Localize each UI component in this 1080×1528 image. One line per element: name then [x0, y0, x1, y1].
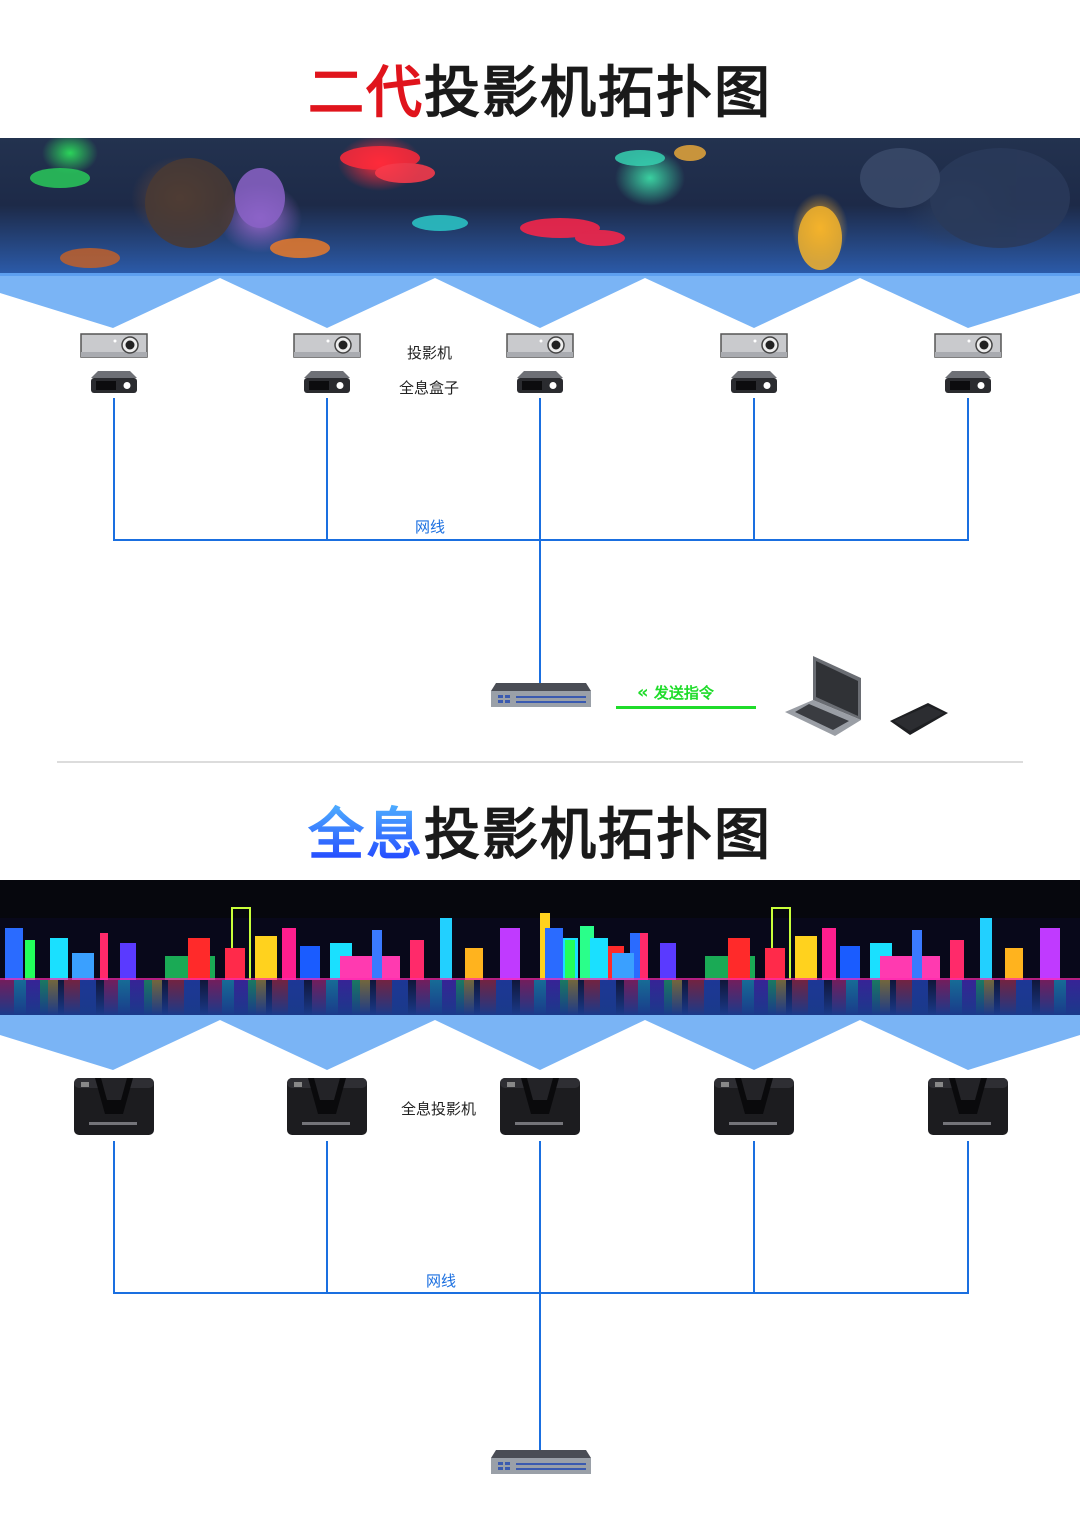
neon-city-banner [0, 880, 1080, 1015]
network-switch-icon [491, 1450, 591, 1474]
hologram-projector-icon [714, 1078, 794, 1135]
cable [753, 1141, 755, 1294]
network-cable-label: 网线 [426, 1272, 457, 1290]
cable [967, 398, 969, 541]
cable [539, 1141, 541, 1451]
projector-icon [506, 333, 574, 358]
tablet-icon [890, 703, 948, 735]
hologram-box-icon [517, 371, 563, 393]
section-divider [57, 761, 1023, 763]
section1-title: 二代投影机拓扑图 [308, 61, 772, 126]
hologram-box-icon [731, 371, 777, 393]
projector-icon [293, 333, 361, 358]
hologram-box-icon [945, 371, 991, 393]
laptop-icon [785, 656, 861, 736]
cable [113, 1141, 115, 1294]
projector-icon [720, 333, 788, 358]
send-instruction: « 发送指令 [637, 682, 714, 703]
hologram-projector-icon [74, 1078, 154, 1135]
cable-bus [113, 1292, 969, 1294]
hologram-box-label: 全息盒子 [399, 379, 460, 397]
network-cable-label: 网线 [415, 518, 446, 536]
cable-bus [113, 539, 969, 541]
projection-beams [0, 1015, 1080, 1070]
cable [326, 398, 328, 541]
projector-icon [80, 333, 148, 358]
section2-title: 全息投影机拓扑图 [308, 803, 772, 868]
skyline-graphic [0, 907, 1080, 980]
cable [753, 398, 755, 541]
network-switch-icon [491, 683, 591, 707]
cable [967, 1141, 969, 1294]
hologram-projector-icon [287, 1078, 367, 1135]
projector-icon [934, 333, 1002, 358]
hologram-projector-icon [500, 1078, 580, 1135]
projection-beams [0, 273, 1080, 328]
projector-label: 投影机 [407, 344, 453, 362]
cable [326, 1141, 328, 1294]
hologram-projector-icon [928, 1078, 1008, 1135]
send-arrow-line [616, 706, 756, 709]
double-chevron-left-icon: « [637, 682, 649, 703]
coral-reef-banner [0, 138, 1080, 273]
cable [113, 398, 115, 541]
hologram-box-icon [304, 371, 350, 393]
hologram-box-icon [91, 371, 137, 393]
hologram-projector-label: 全息投影机 [401, 1100, 477, 1118]
